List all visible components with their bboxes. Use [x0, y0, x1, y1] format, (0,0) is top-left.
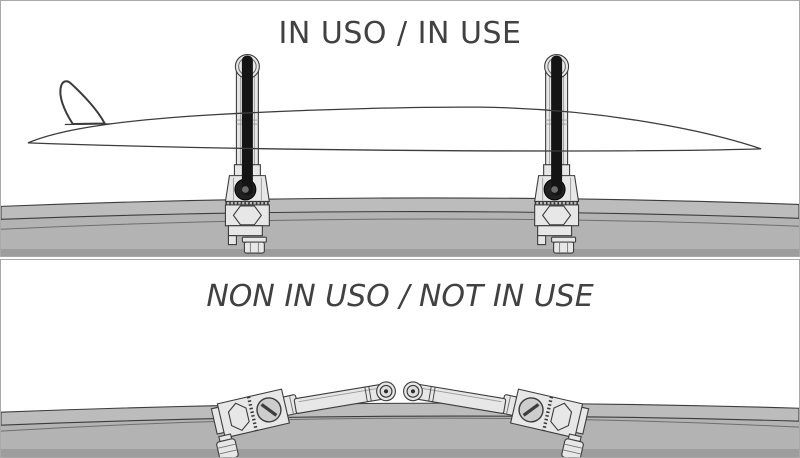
right-post-assembly — [532, 52, 581, 255]
post-tube-detail — [239, 66, 255, 176]
clamp-hex-bolt — [232, 205, 263, 226]
roof-contour-line — [1, 218, 799, 230]
surfboard-fin — [59, 80, 107, 126]
roof-surface — [1, 416, 799, 457]
in-use-title: IN USO / IN USE — [278, 16, 522, 51]
knob-ribs — [249, 242, 259, 254]
strap-reel-hole — [241, 186, 249, 193]
roof-edge-shading — [1, 249, 799, 256]
clamp-lower-jaw — [227, 225, 263, 237]
pivot-knobs — [376, 381, 423, 402]
clamp-hex-bolt — [227, 402, 250, 432]
car-roof — [1, 402, 799, 457]
not-in-use-illustration — [1, 381, 799, 457]
roof-contour-line — [1, 417, 799, 432]
left-post-assembly — [224, 54, 270, 254]
roof-surface — [1, 211, 799, 256]
surfboard — [27, 80, 762, 152]
rubber-strap — [241, 55, 253, 196]
screw-slot — [260, 403, 278, 417]
left-pivot-knob — [376, 381, 396, 402]
car-roof — [1, 197, 799, 256]
knob-ribs — [217, 443, 238, 455]
clamp-foot-tab — [227, 235, 237, 246]
tightening-knob — [216, 438, 239, 457]
knob-flange — [241, 236, 267, 243]
roof-edge-shading — [1, 449, 799, 457]
surfboard-outline — [27, 106, 762, 152]
mounting-clamp — [210, 388, 291, 457]
tightening-knob — [243, 241, 265, 254]
right-pivot-knob — [403, 381, 423, 402]
panel-in-use: IN USO / IN USE — [0, 0, 800, 257]
folded-post-tube — [293, 383, 388, 414]
not-in-use-title: NON IN USO / NOT IN USE — [206, 279, 594, 314]
fin-base-line — [64, 123, 111, 126]
panel-not-in-use: NON IN USO / NOT IN USE — [0, 259, 800, 458]
clamp-body-detail — [232, 177, 262, 201]
left-folded-assembly — [210, 383, 388, 457]
in-use-illustration — [1, 52, 799, 256]
